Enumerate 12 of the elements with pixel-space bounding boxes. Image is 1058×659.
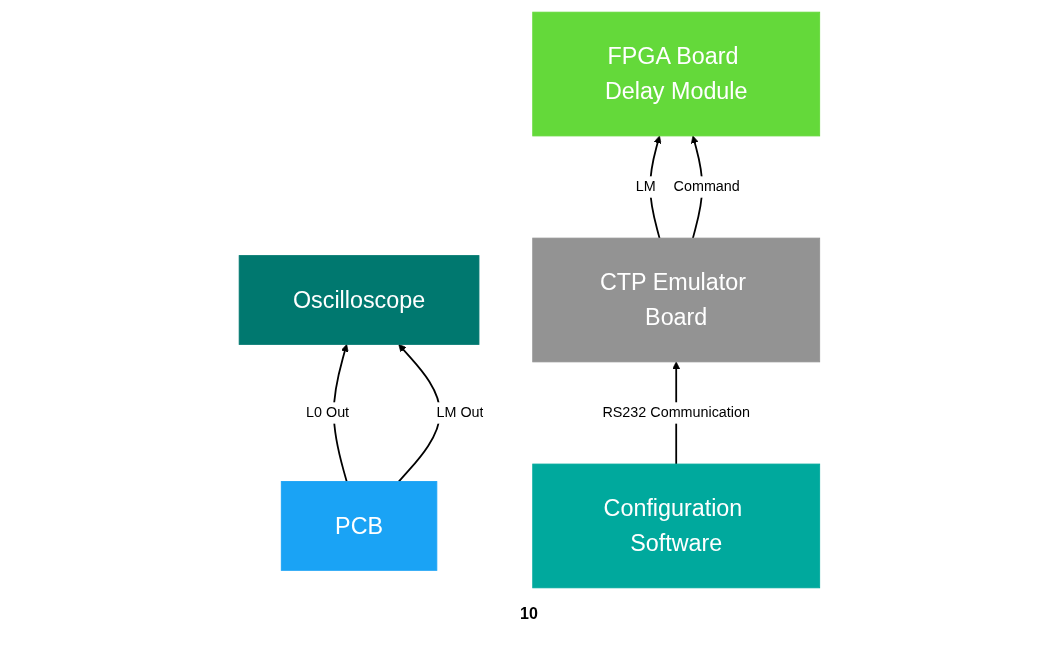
edge-label: RS232 Communication bbox=[602, 404, 750, 421]
arrow bbox=[648, 135, 662, 239]
node-box: PCB bbox=[280, 481, 437, 571]
node-box: CTP Emulator Board bbox=[531, 237, 820, 363]
node-box: FPGA Board Delay Module bbox=[531, 11, 820, 137]
edge-label: LM bbox=[635, 178, 656, 195]
edge-label: L0 Out bbox=[305, 404, 349, 421]
node-box: Configuration Software bbox=[531, 463, 820, 589]
bus-width-label: 10 bbox=[520, 605, 538, 622]
node-box: Oscilloscope bbox=[238, 255, 479, 345]
edge-label: Command bbox=[673, 178, 740, 195]
edge-label: LM Out bbox=[436, 404, 484, 421]
